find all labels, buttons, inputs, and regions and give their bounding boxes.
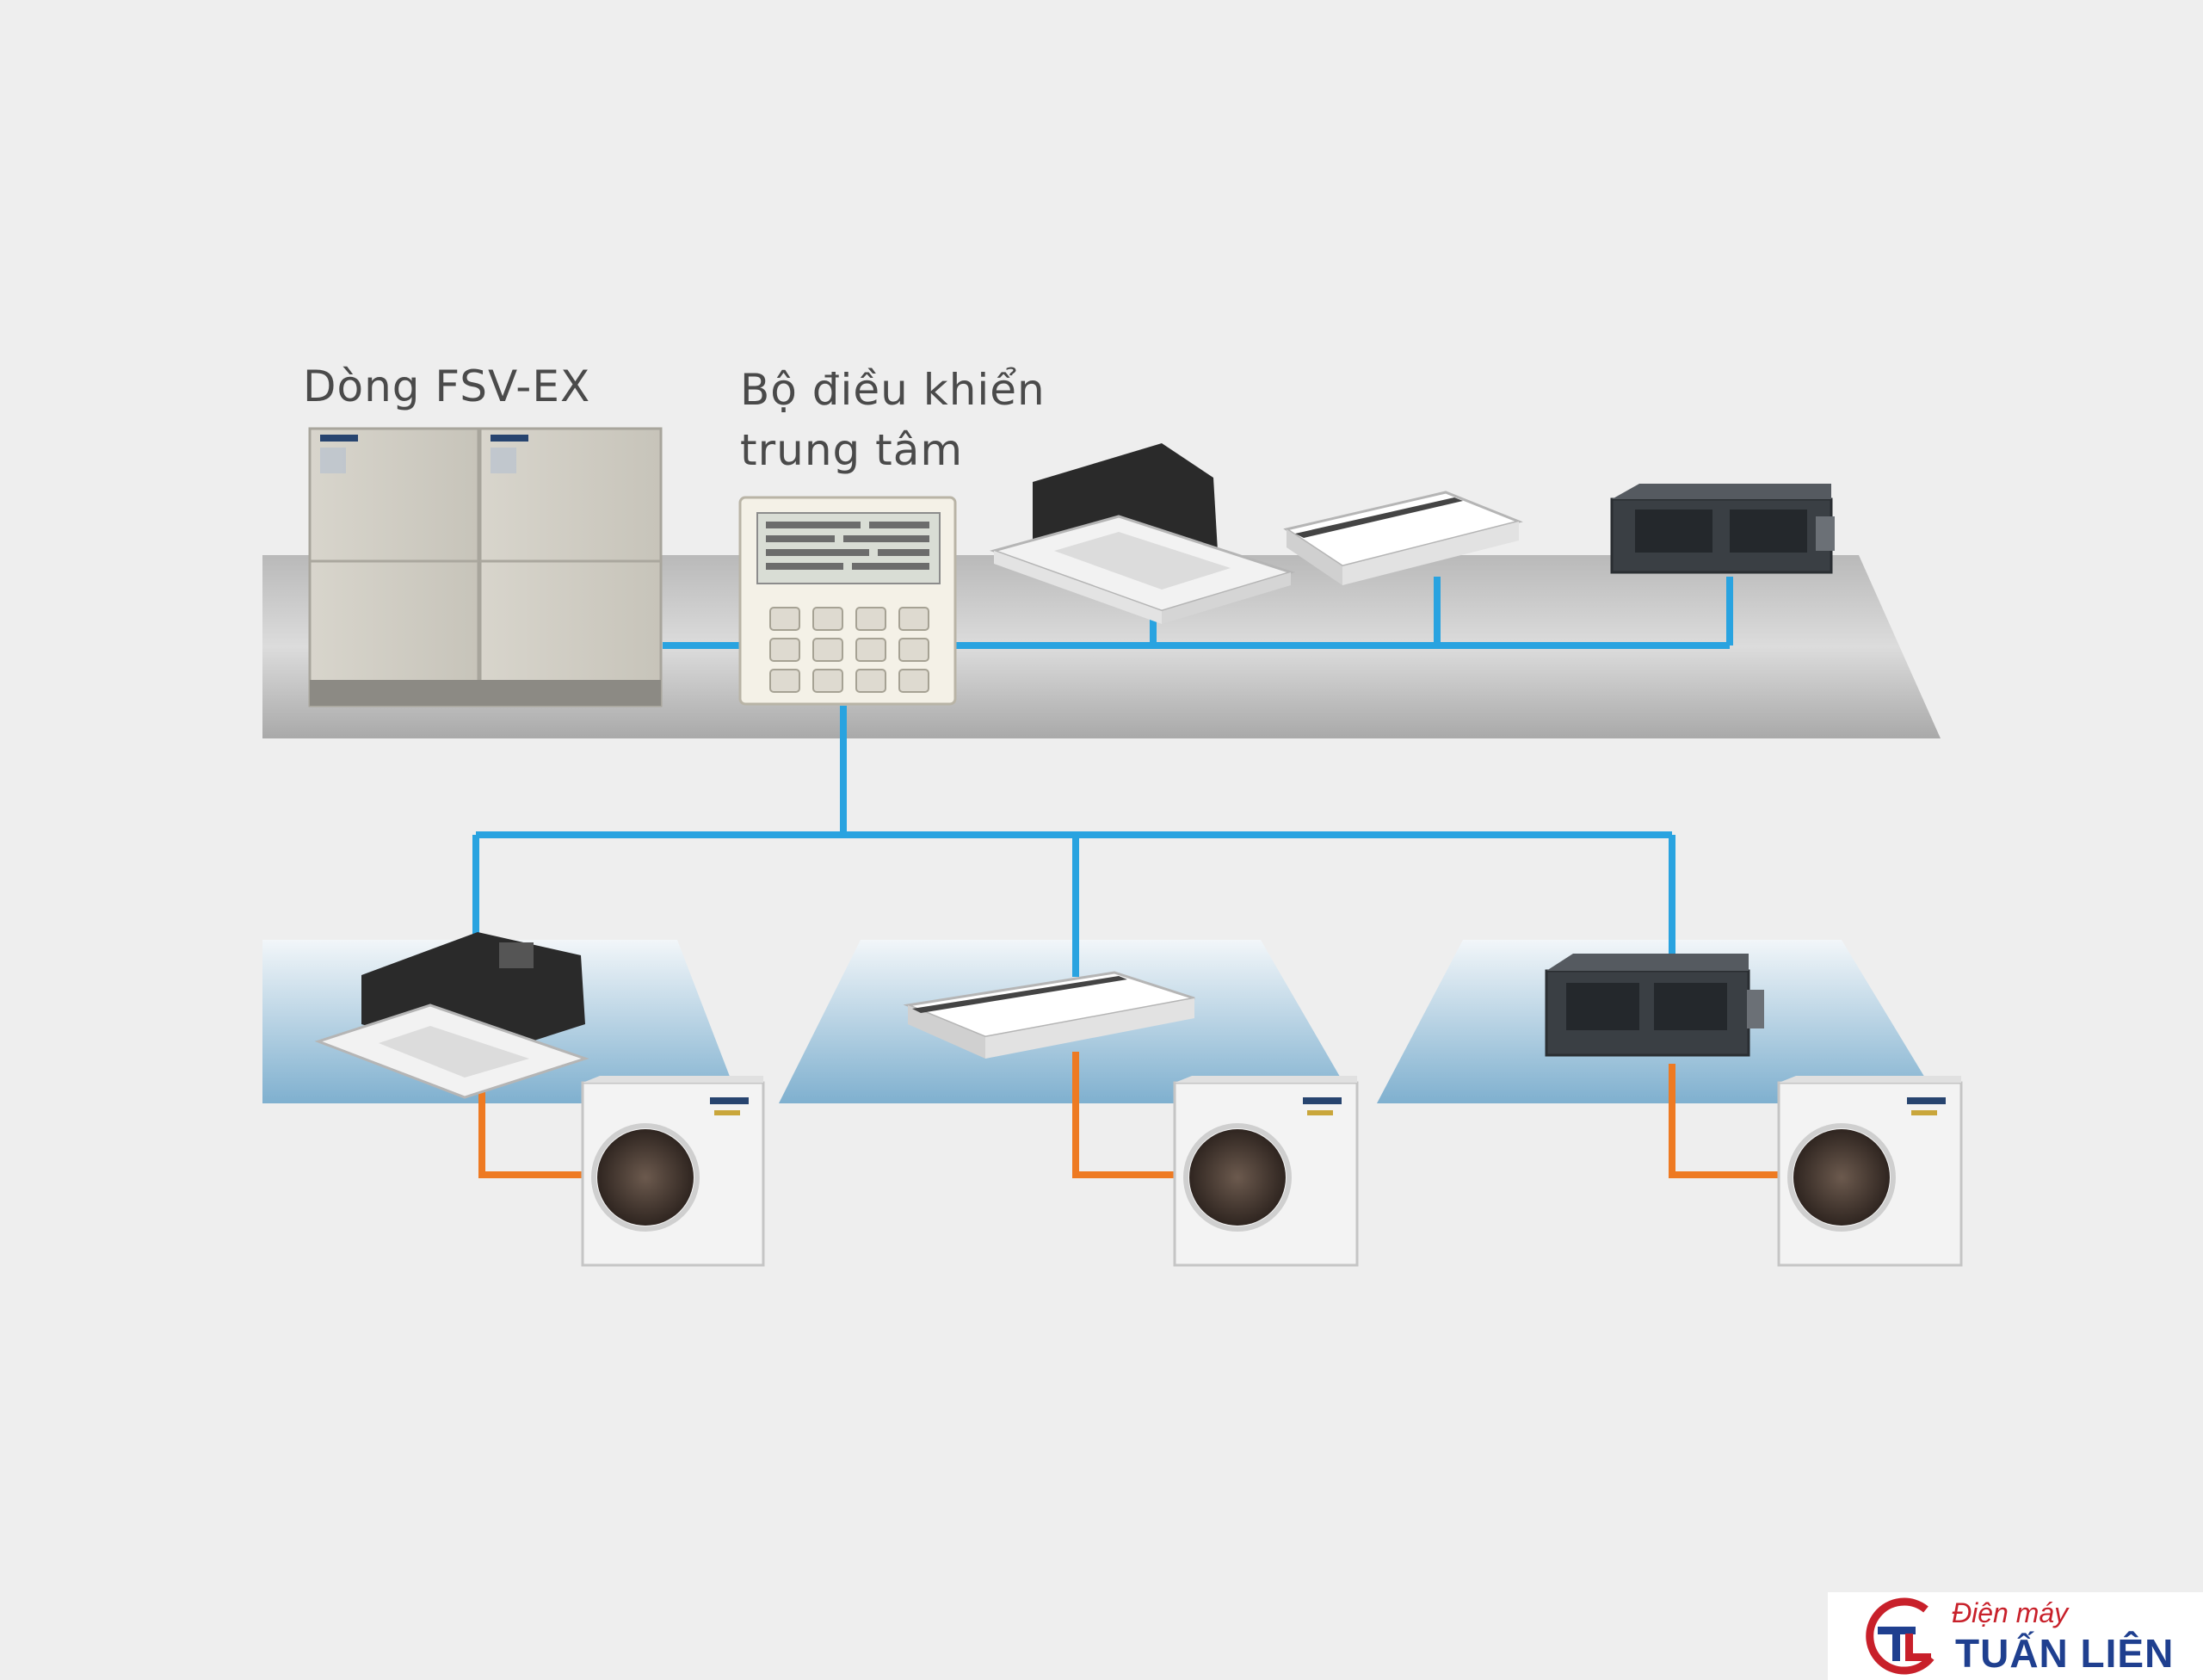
logo-mark-icon bbox=[1866, 1597, 1935, 1675]
vrf-outdoor-unit bbox=[308, 427, 663, 707]
logo-tagline: Điện máy bbox=[1952, 1597, 2069, 1628]
outdoor-series-label: Dòng FSV-EX bbox=[303, 361, 591, 411]
controller-label-line1: Bộ điều khiển bbox=[740, 365, 1046, 415]
zone1-cassette-unit bbox=[314, 932, 589, 1099]
zone3-ducted-unit bbox=[1545, 954, 1764, 1057]
top-ducted-unit bbox=[1610, 484, 1835, 574]
brand-logo: Điện máy TUẤN LIÊN bbox=[1828, 1592, 2203, 1680]
top-ceiling-suspended-unit bbox=[1283, 491, 1523, 585]
zone2-ceiling-unit bbox=[903, 971, 1195, 1059]
top-cassette-unit bbox=[990, 443, 1296, 624]
controller-label-line2: trung tâm bbox=[740, 425, 964, 475]
central-controller bbox=[738, 496, 957, 706]
zone3-outdoor-unit bbox=[1777, 1076, 1963, 1267]
control-wiring bbox=[472, 577, 1733, 977]
zone2-outdoor-unit bbox=[1173, 1076, 1359, 1267]
zone1-outdoor-unit bbox=[581, 1076, 765, 1267]
logo-brand-name: TUẤN LIÊN bbox=[1955, 1631, 2175, 1676]
